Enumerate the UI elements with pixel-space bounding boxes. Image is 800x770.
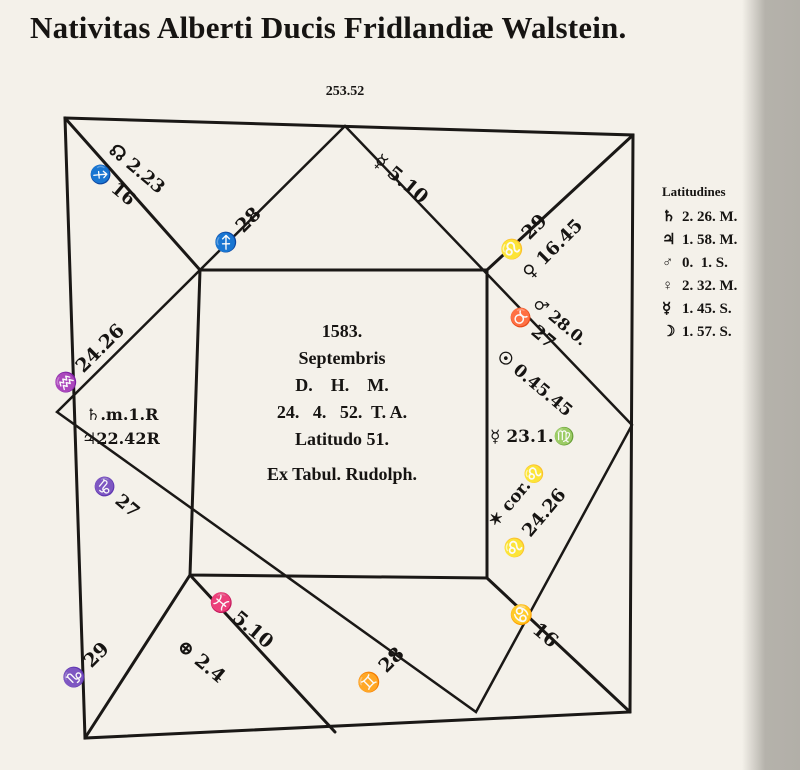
latitude-row: ♀ 2. 32. M. — [662, 275, 772, 298]
latitudes-list: Latitudines ♄ 2. 26. M. ♃ 1. 58. M. ♂ 0. 1.… — [662, 184, 772, 344]
latitude-value: 1. 58. M. — [682, 232, 738, 248]
latitude-value: 2. 32. M. — [682, 278, 738, 294]
house-7-label-a: ☉ 0.45.45 — [493, 347, 576, 422]
mercury-icon: ☿ — [662, 301, 672, 317]
ic-label: ♓ 5.10 — [205, 586, 278, 653]
latitude-row: ♄ 2. 26. M. — [662, 206, 772, 229]
jupiter-icon: ♃ — [662, 232, 676, 248]
venus-icon: ♀ — [662, 278, 674, 294]
diagonal-top-right — [485, 133, 635, 272]
center-source: Ex Tabul. Rudolph. — [266, 464, 418, 484]
chart-center-text: 1583. Septembris D. H. M. 24. 4. 52. T. … — [197, 318, 487, 488]
house-4-label: ♐ 28 — [209, 202, 265, 258]
house-2-label: ♒ 24.26 — [49, 319, 129, 399]
latitude-row: ☽ 1. 57. S. — [662, 321, 772, 344]
latitudes-heading: Latitudines — [662, 184, 726, 199]
latitude-value: 2. 26. M. — [682, 209, 738, 225]
lower-diamond-left — [188, 573, 337, 734]
latitude-value: 0. 1. S. — [682, 255, 728, 271]
page-edge-shadow — [742, 0, 800, 770]
saturn-icon: ♄ — [662, 209, 676, 225]
center-latitude: Latitudo 51. — [294, 429, 390, 449]
house-1-label-c: ♑ 27 — [89, 471, 144, 522]
mars-icon: ♂ — [662, 255, 674, 271]
mc-label: ☿ 5.10 — [369, 150, 433, 208]
center-month: Septembris — [298, 348, 386, 368]
house-7-label-b: ☿ 23.1.♍ — [490, 426, 575, 447]
page-title: Nativitas Alberti Ducis Fridlandiæ Walst… — [30, 10, 627, 45]
house-1-label-a: ♄.m.1.R — [86, 405, 159, 424]
house-10-label: ♊ 28 — [352, 642, 408, 698]
house-5-label: ♑ 29 — [57, 637, 113, 693]
latitude-row: ☿ 1. 45. S. — [662, 298, 772, 321]
center-year: 1583. — [321, 321, 363, 341]
diagonal-bottom-left — [83, 573, 192, 740]
latitude-value: 1. 45. S. — [682, 301, 732, 317]
inner-diamond — [55, 124, 634, 714]
moon-icon: ☽ — [662, 324, 676, 340]
latitude-row: ♃ 1. 58. M. — [662, 229, 772, 252]
latitude-row: ♂ 0. 1. S. — [662, 252, 772, 275]
center-time: 24. 4. 52. T. A. — [276, 402, 408, 422]
house-6-label: ⊕ 2.4 — [173, 635, 230, 688]
house-1-label-b: ♃22.42R — [82, 429, 160, 448]
diagonal-bottom-right — [485, 576, 632, 714]
top-number: 253.52 — [325, 84, 365, 99]
diagonal-top-left — [63, 116, 202, 272]
latitude-value: 1. 57. S. — [682, 324, 732, 340]
center-header: D. H. M. — [295, 375, 389, 395]
